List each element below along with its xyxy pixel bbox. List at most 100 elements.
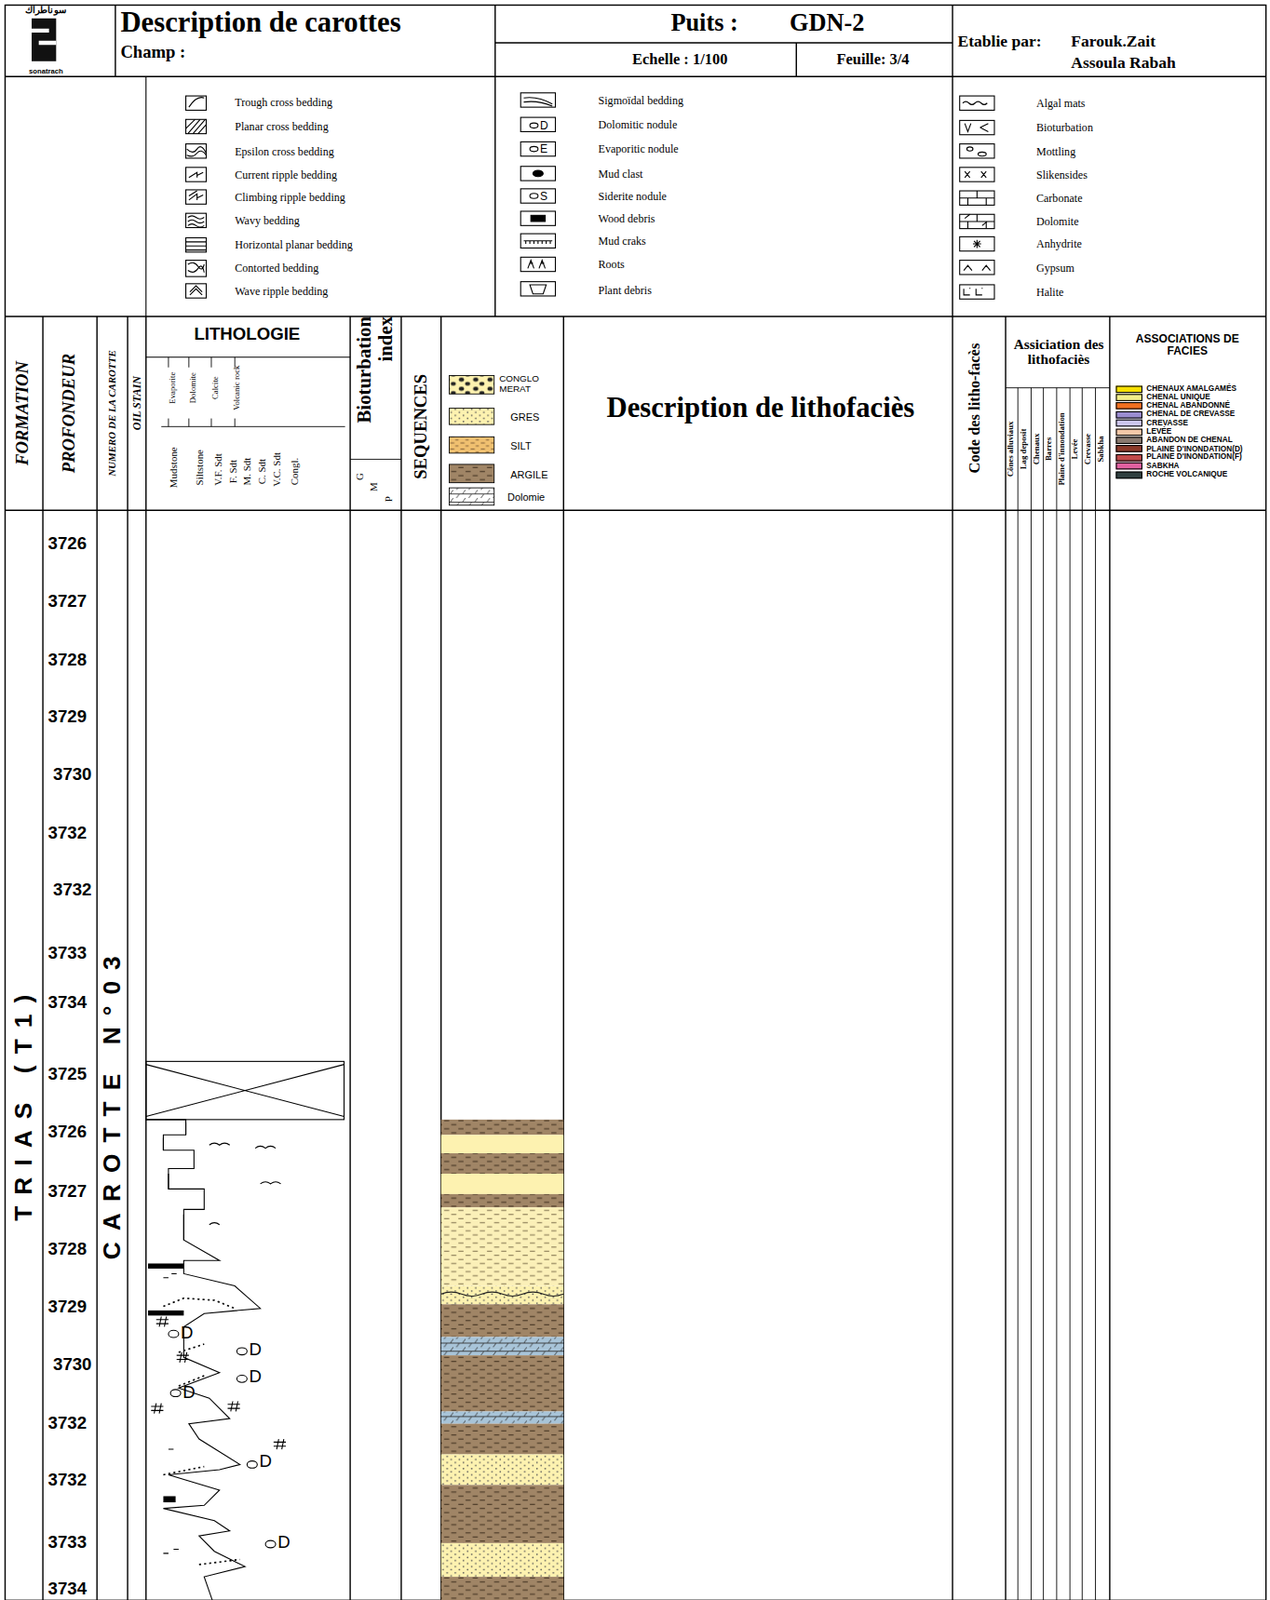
legend-text: Mud clast	[598, 167, 644, 180]
wood-debris	[148, 1263, 184, 1503]
label-text: Cônes alluviaux	[1007, 421, 1017, 478]
label-text: 3726	[48, 1123, 87, 1143]
legend-text: LEVÉE	[1146, 427, 1172, 436]
facies-swatch	[1115, 428, 1143, 436]
legend-text: Slikensides	[1036, 168, 1088, 181]
facies-swatch	[1115, 471, 1143, 479]
label-text: Congl.	[288, 458, 300, 487]
label-text: Evaporite	[169, 372, 179, 405]
legend-text: Evaporitic nodule	[598, 142, 679, 155]
label-text: Farouk.Zait	[1070, 31, 1156, 50]
legend-text: PLAINE D'INONDATION(F)	[1146, 453, 1242, 462]
label-text: 3727	[48, 593, 87, 612]
label-text: 3733	[48, 1534, 87, 1554]
label-text: M. Sdt	[241, 458, 253, 487]
label-text: Chenaux	[1032, 433, 1042, 466]
label-text: Champ :	[120, 43, 186, 63]
facies-swatch	[1115, 385, 1143, 393]
label-text: Bioturbation index	[354, 316, 398, 450]
label-text: 3733	[48, 945, 87, 964]
legend-text: Trough cross bedding	[234, 95, 333, 109]
label-text: SEQUENCES	[412, 374, 432, 480]
label-text: 3732	[48, 1472, 87, 1491]
legend-text: Mottling	[1036, 145, 1076, 158]
legend-text: Roots	[598, 257, 625, 271]
facies-swatch	[1115, 445, 1143, 453]
label-text: C. Sdt	[256, 459, 268, 485]
label-text: D	[182, 1383, 195, 1403]
legend-text: Dolomie	[507, 491, 545, 503]
legend-text: Contorted bedding	[234, 261, 319, 274]
legend-text: Algal mats	[1036, 96, 1086, 109]
legend-text: CHENAL UNIQUE	[1146, 392, 1210, 402]
legend-text: CHENAL ABANDONNÉ	[1146, 402, 1230, 411]
label-text: G	[353, 472, 365, 481]
legend-text: CHENAL DE CREVASSE	[1146, 410, 1235, 419]
facies-swatch	[1115, 454, 1143, 462]
label-text: P	[382, 496, 394, 502]
label-text: OIL STAIN	[130, 376, 143, 431]
label-text: D	[249, 1340, 262, 1360]
legend-text: Sigmoïdal bedding	[598, 94, 684, 107]
label-text: Siltstone	[193, 449, 205, 486]
label-text: Feuille: 3/4	[836, 51, 909, 68]
label-text: Echelle : 1/100	[632, 51, 728, 68]
legend-text: SABKHA	[1146, 461, 1179, 471]
legend-text: Carbonate	[1036, 191, 1083, 204]
sequence-column	[441, 1120, 565, 1600]
sheet-title: Description de carottes	[120, 6, 401, 39]
label-text: M	[367, 482, 379, 492]
label-text: Puits :	[670, 9, 738, 37]
legend-text: CONGLOMERAT	[499, 375, 542, 396]
legend-text: CREVASSE	[1146, 418, 1189, 428]
label-text: D	[249, 1368, 262, 1388]
label-text: D	[180, 1324, 193, 1344]
legend-text: Current ripple bedding	[234, 168, 338, 181]
lithology-profile	[146, 1061, 345, 1600]
legend-text: Epsilon cross bedding	[234, 145, 335, 158]
legend-text: Siderite nodule	[598, 189, 667, 203]
label-text: NUMERO DE LA CAROTTE	[107, 350, 119, 477]
label-text: Assiciation des lithofaciès	[1007, 336, 1110, 368]
label-text: 3728	[48, 1241, 87, 1260]
label-text: Assoula Rabah	[1070, 53, 1176, 71]
label-text: Barres	[1044, 437, 1054, 461]
legend-text: GRES	[510, 411, 540, 423]
label-text: sonatrach	[28, 67, 64, 76]
legend-text: ARGILE	[510, 469, 548, 481]
label-text: F. Sdt	[227, 459, 239, 484]
label-text: سوناطراك	[25, 6, 68, 17]
label-text: E	[540, 142, 548, 155]
label-text: D	[277, 1534, 290, 1554]
label-text: TRIAS (T1)	[10, 984, 38, 1222]
label-text: 3730	[53, 766, 92, 785]
label-text: 3734	[48, 1580, 87, 1600]
label-text: ASSOCIATIONS DE FACIES	[1125, 332, 1249, 358]
label-text: Lag deposit	[1019, 429, 1029, 471]
legend-text: Dolomitic nodule	[598, 118, 678, 131]
label-text: Dolomite	[189, 372, 200, 404]
label-text: 3728	[48, 650, 87, 670]
label-text: Levée	[1071, 438, 1081, 460]
label-text: LITHOLOGIE	[193, 324, 300, 344]
label-text: Calcite	[212, 376, 222, 400]
label-text: 3725	[48, 1065, 87, 1084]
label-text: Mudstone	[167, 446, 179, 488]
legend-text: ROCHE VOLCANIQUE	[1146, 470, 1228, 479]
legend-text: PLAINE D'INONDATION(D)	[1146, 445, 1243, 454]
label-text: Sabkha	[1096, 435, 1107, 462]
legend-text: Climbing ripple bedding	[234, 190, 346, 203]
legend-text: CHENAUX AMALGAMÉS	[1146, 384, 1237, 393]
legend-text: Plant debris	[598, 283, 652, 297]
label-text: Etablie par:	[958, 31, 1042, 50]
label-text: Volcanic rock	[233, 365, 244, 411]
legend-text: SILT	[510, 440, 531, 452]
facies-swatch	[1115, 419, 1143, 428]
facies-swatch	[1115, 411, 1143, 419]
label-text: Plaine d'innondation	[1058, 412, 1068, 486]
label-text: S	[540, 189, 548, 203]
label-text: GDN-2	[789, 9, 865, 37]
legend-text: Anhydrite	[1036, 237, 1082, 250]
sonatrach-logo	[31, 18, 56, 62]
facies-swatch	[1115, 402, 1143, 410]
